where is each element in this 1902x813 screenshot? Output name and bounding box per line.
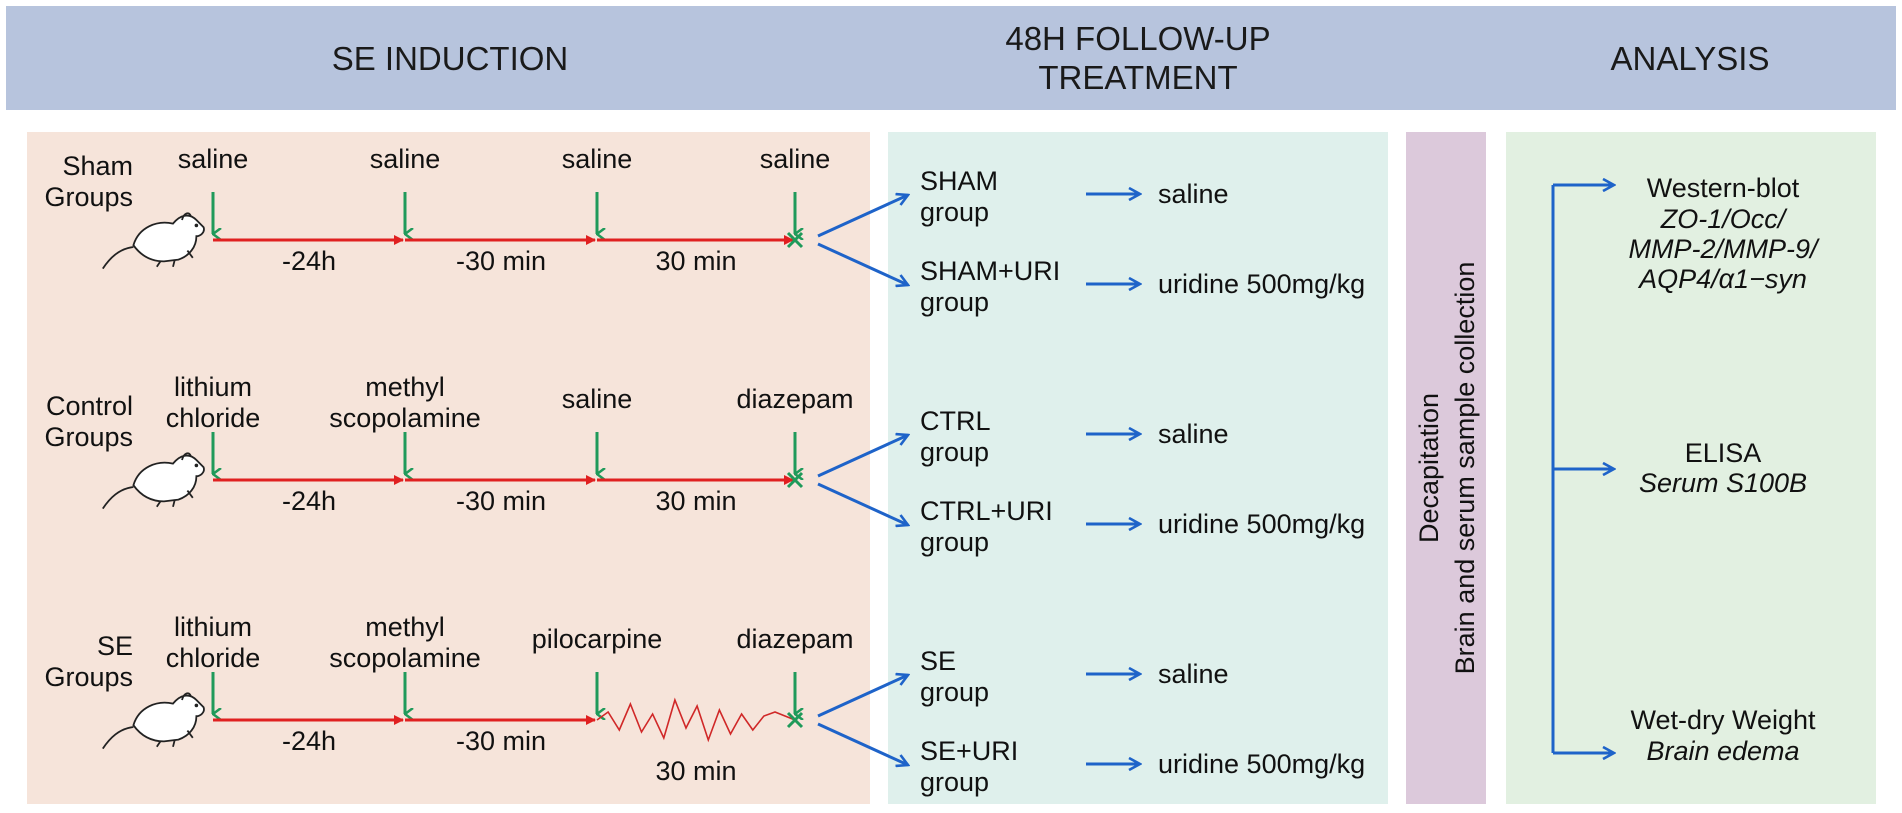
interval-label: 30 min [655,756,736,786]
interval-label: -24h [282,246,336,276]
followup-group-line2: group [920,527,989,557]
collection-label: Decapitation Brain and serum sample coll… [1414,262,1480,675]
interval-label: 30 min [655,246,736,276]
drug-label: methyl [365,612,445,642]
drug-label: pilocarpine [532,624,663,654]
analysis-elisa-title: ELISA [1685,438,1762,468]
drug-label: lithium [174,372,252,402]
treatment-label: saline [1158,419,1229,449]
drug-label: saline [562,384,633,414]
followup-header-line1: 48H FOLLOW-UP [1005,20,1270,57]
branch-arrow [817,435,908,478]
end-cross-icon [786,711,804,729]
analysis-western-title: Western-blot [1647,173,1800,203]
drug-label: scopolamine [329,403,481,433]
group-name-line1: Sham [62,151,133,181]
analysis-western-detail-1: ZO-1/Occ/ [1660,204,1788,234]
analysis-western-detail-2: MMP-2/MMP-9/ [1629,234,1820,264]
analysis-elisa-detail: Serum S100B [1639,468,1807,498]
followup-group-line2: group [920,287,989,317]
followup-group-line1: CTRL+URI [920,496,1053,526]
branch-arrow [817,722,908,765]
branch-arrow [817,675,908,718]
drug-label: lithium [174,612,252,642]
group-name-line1: Control [46,391,133,421]
followup-group-line1: SE+URI [920,736,1018,766]
drug-label: chloride [166,643,261,673]
group-name-line2: Groups [44,182,133,212]
drug-label: diazepam [736,384,853,414]
induction-header: SE INDUCTION [332,40,569,77]
followup-group-line2: group [920,197,989,227]
group-name-line1: SE [97,631,133,661]
seizure-trace [596,697,796,743]
group-name-line2: Groups [44,422,133,452]
interval-label: -30 min [456,246,546,276]
treatment-label: uridine 500mg/kg [1158,749,1365,779]
treatment-label: saline [1158,659,1229,689]
collection-line2: Brain and serum sample collection [1450,262,1480,675]
branch-arrow [817,482,908,525]
interval-label: -30 min [456,726,546,756]
drug-label: chloride [166,403,261,433]
group-name-line2: Groups [44,662,133,692]
interval-label: -30 min [456,486,546,516]
branch-arrow [817,242,908,285]
analysis-tree [1551,185,1614,753]
drug-label: diazepam [736,624,853,654]
followup-header-line2: TREATMENT [1038,59,1237,96]
analysis-header: ANALYSIS [1611,40,1770,77]
followup-panel [888,132,1388,804]
header-band [6,6,1896,110]
drug-label: scopolamine [329,643,481,673]
end-cross-icon [786,231,804,249]
group-row: SEGroupslithiumchloridemethylscopolamine… [44,612,1365,797]
drug-label: methyl [365,372,445,402]
followup-group-line2: group [920,437,989,467]
collection-panel [1406,132,1486,804]
analysis-wetdry-detail: Brain edema [1646,736,1799,766]
analysis-western-detail-3: AQP4/α1−syn [1637,264,1807,294]
drug-label: saline [562,144,633,174]
drug-label: saline [760,144,831,174]
followup-group-line1: CTRL [920,406,991,436]
end-cross-icon [786,471,804,489]
followup-group-line2: group [920,767,989,797]
treatment-label: uridine 500mg/kg [1158,509,1365,539]
interval-label: -24h [282,486,336,516]
treatment-label: saline [1158,179,1229,209]
followup-group-line1: SE [920,646,956,676]
drug-label: saline [370,144,441,174]
followup-group-line1: SHAM [920,166,998,196]
followup-group-line2: group [920,677,989,707]
collection-line1: Decapitation [1414,393,1444,543]
branch-arrow [817,195,908,238]
treatment-label: uridine 500mg/kg [1158,269,1365,299]
followup-group-line1: SHAM+URI [920,256,1060,286]
analysis-wetdry-title: Wet-dry Weight [1630,705,1816,735]
interval-label: 30 min [655,486,736,516]
interval-label: -24h [282,726,336,756]
drug-label: saline [178,144,249,174]
